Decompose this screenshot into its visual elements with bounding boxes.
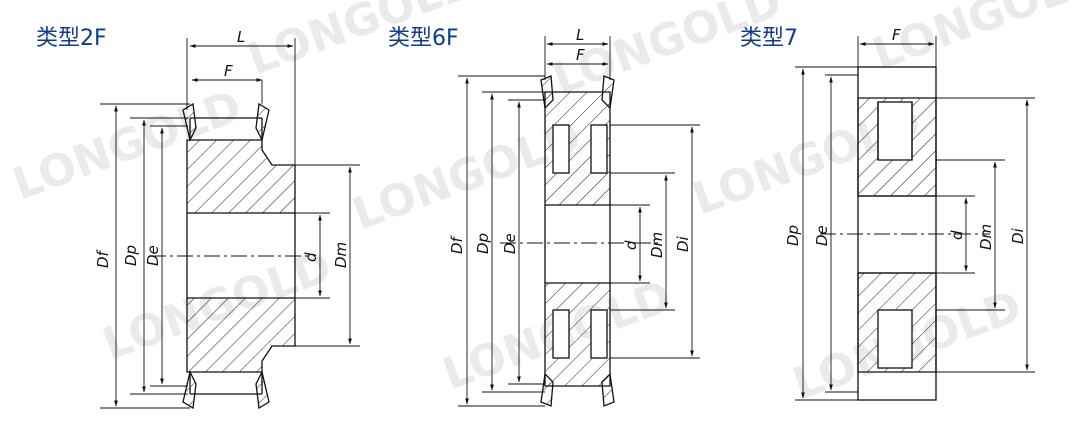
label-Dm: Dm (332, 242, 350, 268)
flange-top-right (601, 75, 615, 110)
dim-labels-type-7: F Dp De d Dm Di (784, 26, 1027, 250)
label-Dp: Dp (784, 225, 802, 246)
title-type-7: 类型7 (740, 26, 798, 51)
label-F: F (892, 26, 901, 44)
label-De: De (501, 233, 519, 254)
window-lower-right (590, 309, 608, 359)
flange-bottom-right (255, 370, 270, 410)
flange-bottom-right (601, 372, 615, 407)
flange-top-right (255, 102, 270, 142)
flange-bottom-left (182, 370, 197, 410)
label-Df: Df (94, 248, 112, 268)
label-Di: Di (674, 235, 692, 252)
watermark-text: LONGOLD (241, 0, 483, 85)
flange-top-left (182, 102, 197, 142)
pulley-type-6f (500, 75, 660, 407)
window-lower (877, 309, 913, 369)
label-F: F (576, 46, 585, 64)
dim-labels-type-2f: L F Df Dp De d Dm (94, 28, 350, 268)
dims-type-2f (100, 38, 360, 409)
hub-section-upper (186, 139, 296, 214)
window-lower-left (552, 309, 570, 359)
label-L: L (576, 26, 584, 44)
window-upper-right (590, 124, 608, 174)
label-Dp: Dp (122, 245, 140, 266)
rim-outline (857, 66, 937, 401)
label-De: De (144, 245, 162, 266)
dim-labels-type-6f: L F Df Dp De d Dm Di (448, 26, 692, 258)
label-Dp: Dp (474, 233, 492, 254)
label-Df: Df (448, 234, 466, 254)
window-upper-left (552, 124, 570, 174)
window-upper (877, 101, 913, 161)
dims-type-7 (795, 36, 1035, 401)
label-d: d (302, 252, 320, 262)
label-L: L (237, 28, 245, 46)
label-Dm: Dm (977, 224, 995, 250)
dims-type-6f (458, 36, 700, 407)
flange-bottom-left (540, 372, 554, 407)
label-d: d (622, 240, 640, 250)
label-Di: Di (1009, 227, 1027, 244)
title-type-2f: 类型2F (36, 26, 107, 51)
pulley-type-7 (820, 66, 990, 401)
label-Dm: Dm (648, 232, 666, 258)
hub-section-lower (186, 297, 296, 373)
label-De: De (813, 225, 831, 246)
label-F: F (224, 62, 233, 80)
label-d: d (948, 230, 966, 240)
title-type-6f: 类型6F (388, 26, 459, 51)
tooth-zone-bottom (189, 372, 263, 395)
